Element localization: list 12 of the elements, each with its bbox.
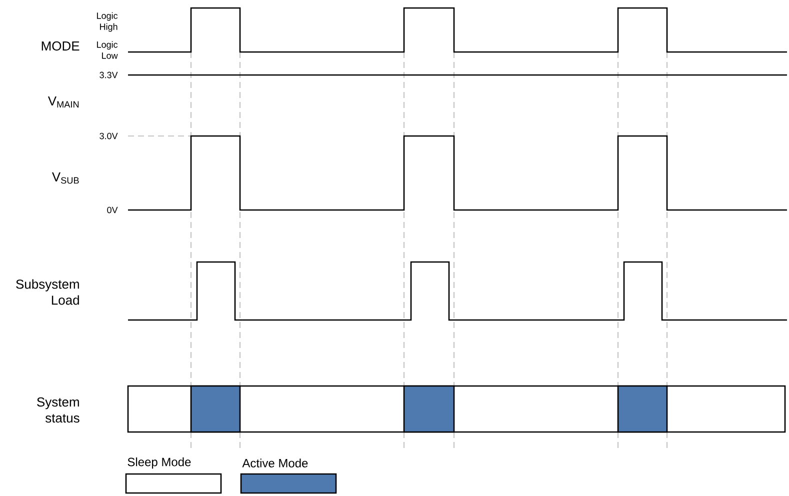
axis-label: V$_{SUB}$	[52, 172, 79, 184]
axis-label: System status	[37, 397, 80, 423]
legend-label: Sleep Mode	[128, 457, 191, 469]
axis-label: Logic High	[97, 12, 118, 32]
axis-label: MODE	[42, 41, 80, 51]
axis-label: Subsystem Load	[16, 279, 79, 305]
axis-label: 3.3V	[100, 72, 118, 78]
axis-label: Logic Low	[97, 41, 118, 59]
axis-label: 0V	[107, 206, 118, 214]
axis-label: V$_{MAIN}$	[48, 96, 79, 108]
axis-label: 3.0V	[100, 132, 118, 140]
legend-label: Active Mode	[242, 458, 308, 468]
